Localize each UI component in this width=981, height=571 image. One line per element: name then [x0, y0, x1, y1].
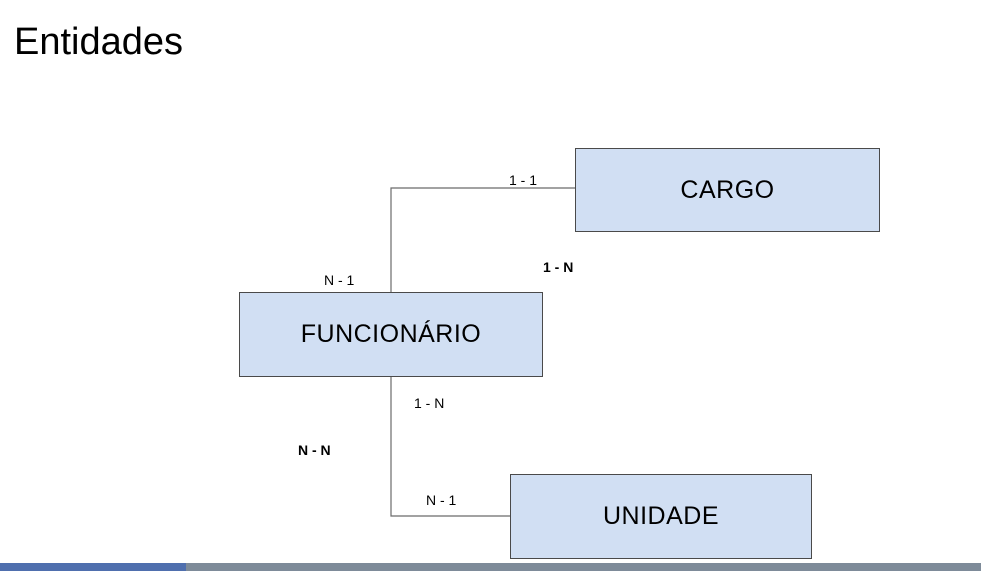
presentation-progress-fill [0, 563, 187, 571]
cardinality-funcionario-unidade-end: 1 - N [414, 395, 445, 411]
entity-funcionario[interactable]: FUNCIONÁRIO [239, 292, 543, 377]
entity-funcionario-label: FUNCIONÁRIO [300, 320, 482, 348]
cardinality-funcionario-cargo-end: N - 1 [324, 272, 355, 288]
cardinality-unidade-end: N - 1 [426, 492, 457, 508]
page-title: Entidades [14, 21, 184, 63]
connector-funcionario-unidade [390, 377, 510, 517]
relationship-cargo-funcionario: 1 - N [543, 259, 574, 275]
entity-unidade[interactable]: UNIDADE [510, 474, 812, 559]
entity-cargo[interactable]: CARGO [575, 148, 880, 232]
cardinality-cargo-end: 1 - 1 [509, 172, 538, 188]
relationship-funcionario-unidade: N - N [298, 442, 331, 458]
presentation-progress-bar [0, 563, 981, 571]
entity-cargo-label: CARGO [680, 175, 775, 204]
entity-unidade-label: UNIDADE [602, 502, 719, 530]
connector-funcionario-cargo [390, 187, 575, 292]
